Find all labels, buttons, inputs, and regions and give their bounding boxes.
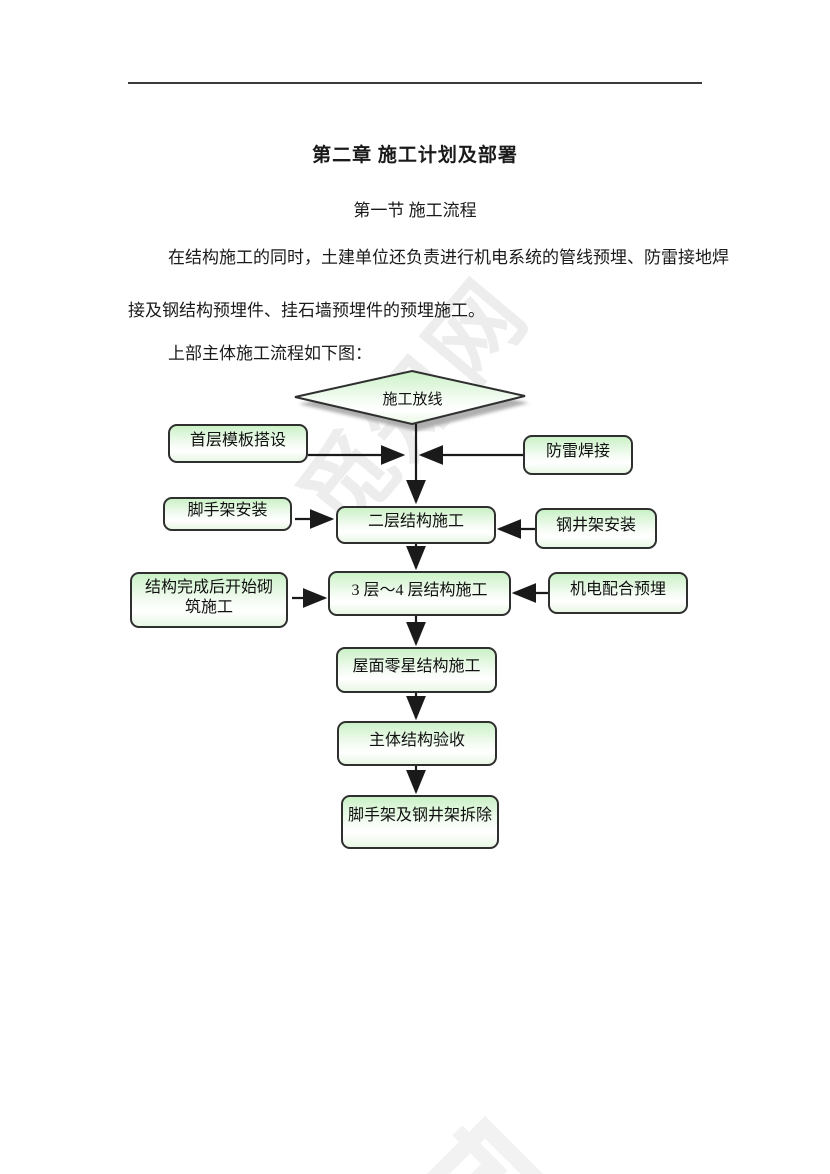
- node-roof-misc-structure: 屋面零星结构施工: [336, 647, 497, 693]
- chapter-title: 第二章 施工计划及部署: [312, 145, 518, 166]
- start-diamond: [294, 369, 526, 426]
- node-masonry-after-structure: 结构完成后开始砌筑施工: [130, 572, 288, 628]
- body-text-line-2: 接及钢结构预埋件、挂石墙预埋件的预埋施工。: [128, 301, 485, 320]
- section-title: 第一节 施工流程: [353, 201, 477, 220]
- page-header-rule: [128, 82, 702, 84]
- body-text-line-3: 上部主体施工流程如下图：: [168, 344, 372, 363]
- node-mep-embedding: 机电配合预埋: [548, 572, 688, 614]
- body-text-line-1: 在结构施工的同时，土建单位还负责进行机电系统的管线预埋、防雷接地焊: [168, 248, 729, 267]
- start-diamond-label: 施工放线: [382, 392, 443, 408]
- node-steel-derrick-installation: 钢井架安装: [535, 508, 657, 549]
- node-lightning-protection-welding: 防雷焊接: [523, 435, 633, 475]
- node-main-structure-acceptance: 主体结构验收: [337, 721, 497, 766]
- node-scaffold-derrick-removal: 脚手架及钢井架拆除: [341, 795, 499, 849]
- node-floor-3-4-structure: 3 层～4 层结构施工: [328, 571, 511, 616]
- node-scaffold-installation: 脚手架安装: [163, 497, 292, 531]
- node-second-floor-structure: 二层结构施工: [336, 506, 496, 544]
- node-first-floor-formwork: 首层模板搭设: [168, 424, 308, 463]
